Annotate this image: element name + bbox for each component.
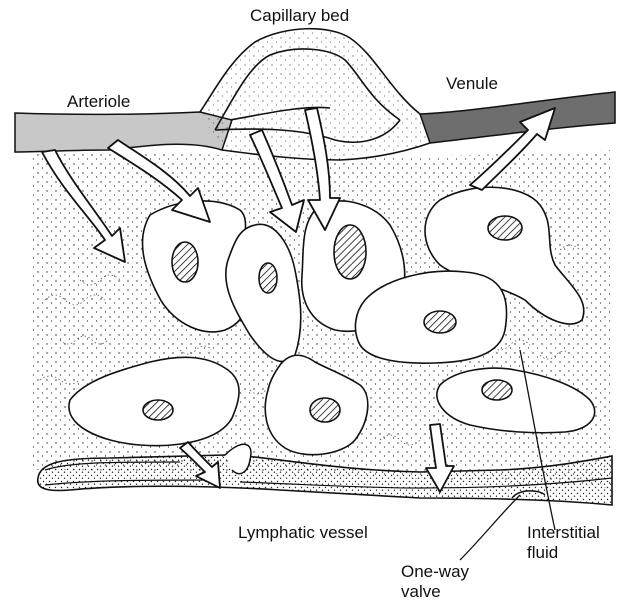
label-capillary-bed: Capillary bed <box>250 6 349 26</box>
cell-nucleus <box>488 216 522 240</box>
label-valve-line2: valve <box>401 582 469 602</box>
cell-nucleus <box>334 225 366 279</box>
cell-nucleus <box>172 242 198 282</box>
cell-nucleus <box>259 263 277 293</box>
cell-nucleus <box>310 398 340 422</box>
label-valve-line1: One-way <box>401 562 469 582</box>
label-venule: Venule <box>446 74 498 94</box>
cell-nucleus <box>482 380 512 400</box>
label-arteriole: Arteriole <box>67 92 130 112</box>
label-lymphatic-vessel: Lymphatic vessel <box>238 523 368 543</box>
cell-nucleus <box>143 400 173 420</box>
label-interstitial-line2: fluid <box>527 543 600 563</box>
label-interstitial-line1: Interstitial <box>527 523 600 543</box>
valve-leader <box>460 495 520 560</box>
cell-nucleus <box>424 311 456 333</box>
label-interstitial-fluid: Interstitial fluid <box>527 523 600 563</box>
venule-vessel <box>420 92 615 143</box>
label-one-way-valve: One-way valve <box>401 562 469 602</box>
